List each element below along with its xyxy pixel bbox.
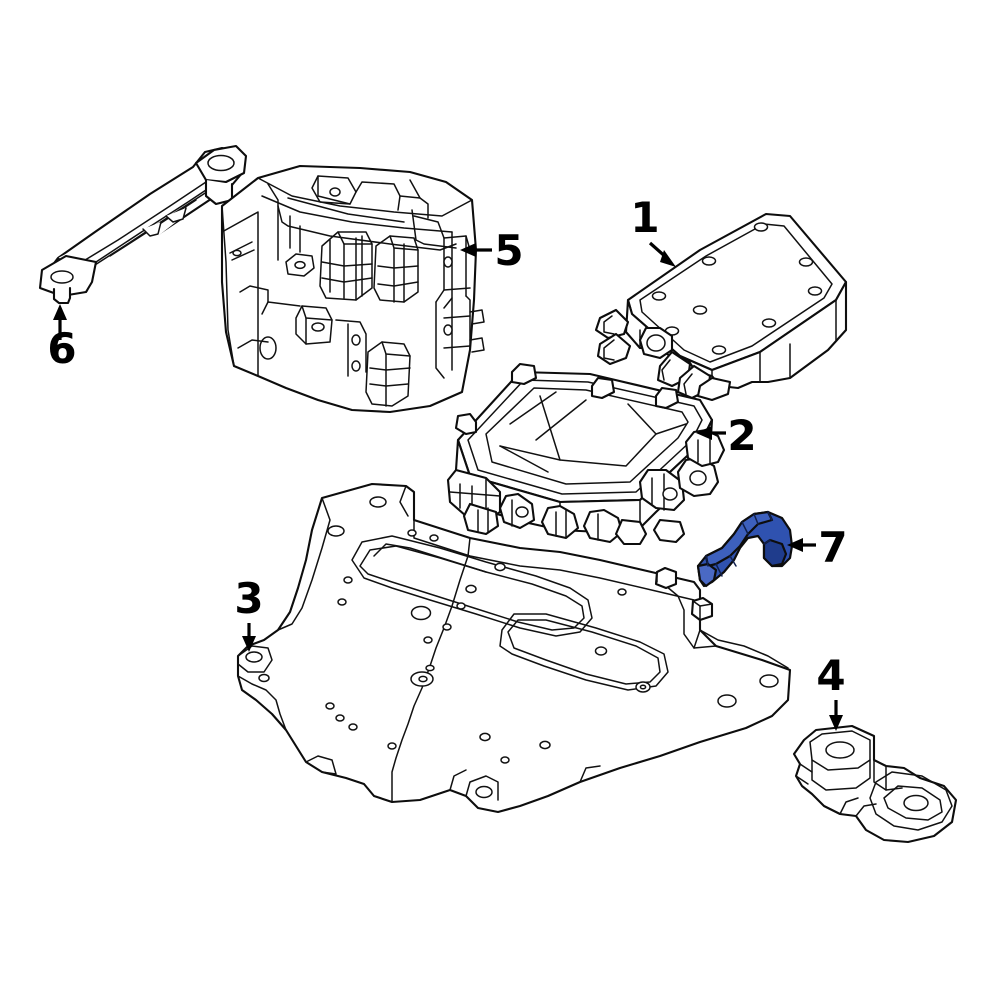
part-7-highlighted-curved-bracket[interactable] — [696, 510, 794, 588]
part-2-power-inverter-module[interactable] — [446, 362, 726, 546]
callout-label-6[interactable]: 6 — [47, 324, 76, 373]
callout-leaders — [53, 241, 843, 731]
arrowhead-4 — [829, 715, 843, 731]
part-1-dc-dc-converter[interactable] — [594, 212, 848, 402]
callout-numbers: 1 2 3 4 5 6 7 — [47, 193, 847, 700]
callout-label-5[interactable]: 5 — [494, 226, 523, 275]
arrowhead-1 — [660, 250, 676, 267]
arrowhead-2 — [696, 426, 712, 440]
arrowhead-6 — [53, 304, 67, 320]
part-4-mounting-bracket-rear[interactable] — [792, 724, 958, 844]
part-3-battery-support-tray[interactable] — [236, 482, 792, 814]
callout-label-2[interactable]: 2 — [727, 411, 756, 460]
arrowhead-5 — [460, 243, 476, 257]
arrowhead-7 — [787, 538, 803, 552]
arrowhead-3 — [242, 636, 256, 652]
part-6-side-reinforcement-rail[interactable] — [38, 144, 248, 305]
callout-label-4[interactable]: 4 — [816, 651, 845, 700]
callout-label-3[interactable]: 3 — [234, 574, 263, 623]
part-5-charger-control-unit[interactable] — [220, 164, 485, 414]
callout-label-7[interactable]: 7 — [818, 523, 847, 572]
callout-label-1[interactable]: 1 — [630, 193, 659, 242]
